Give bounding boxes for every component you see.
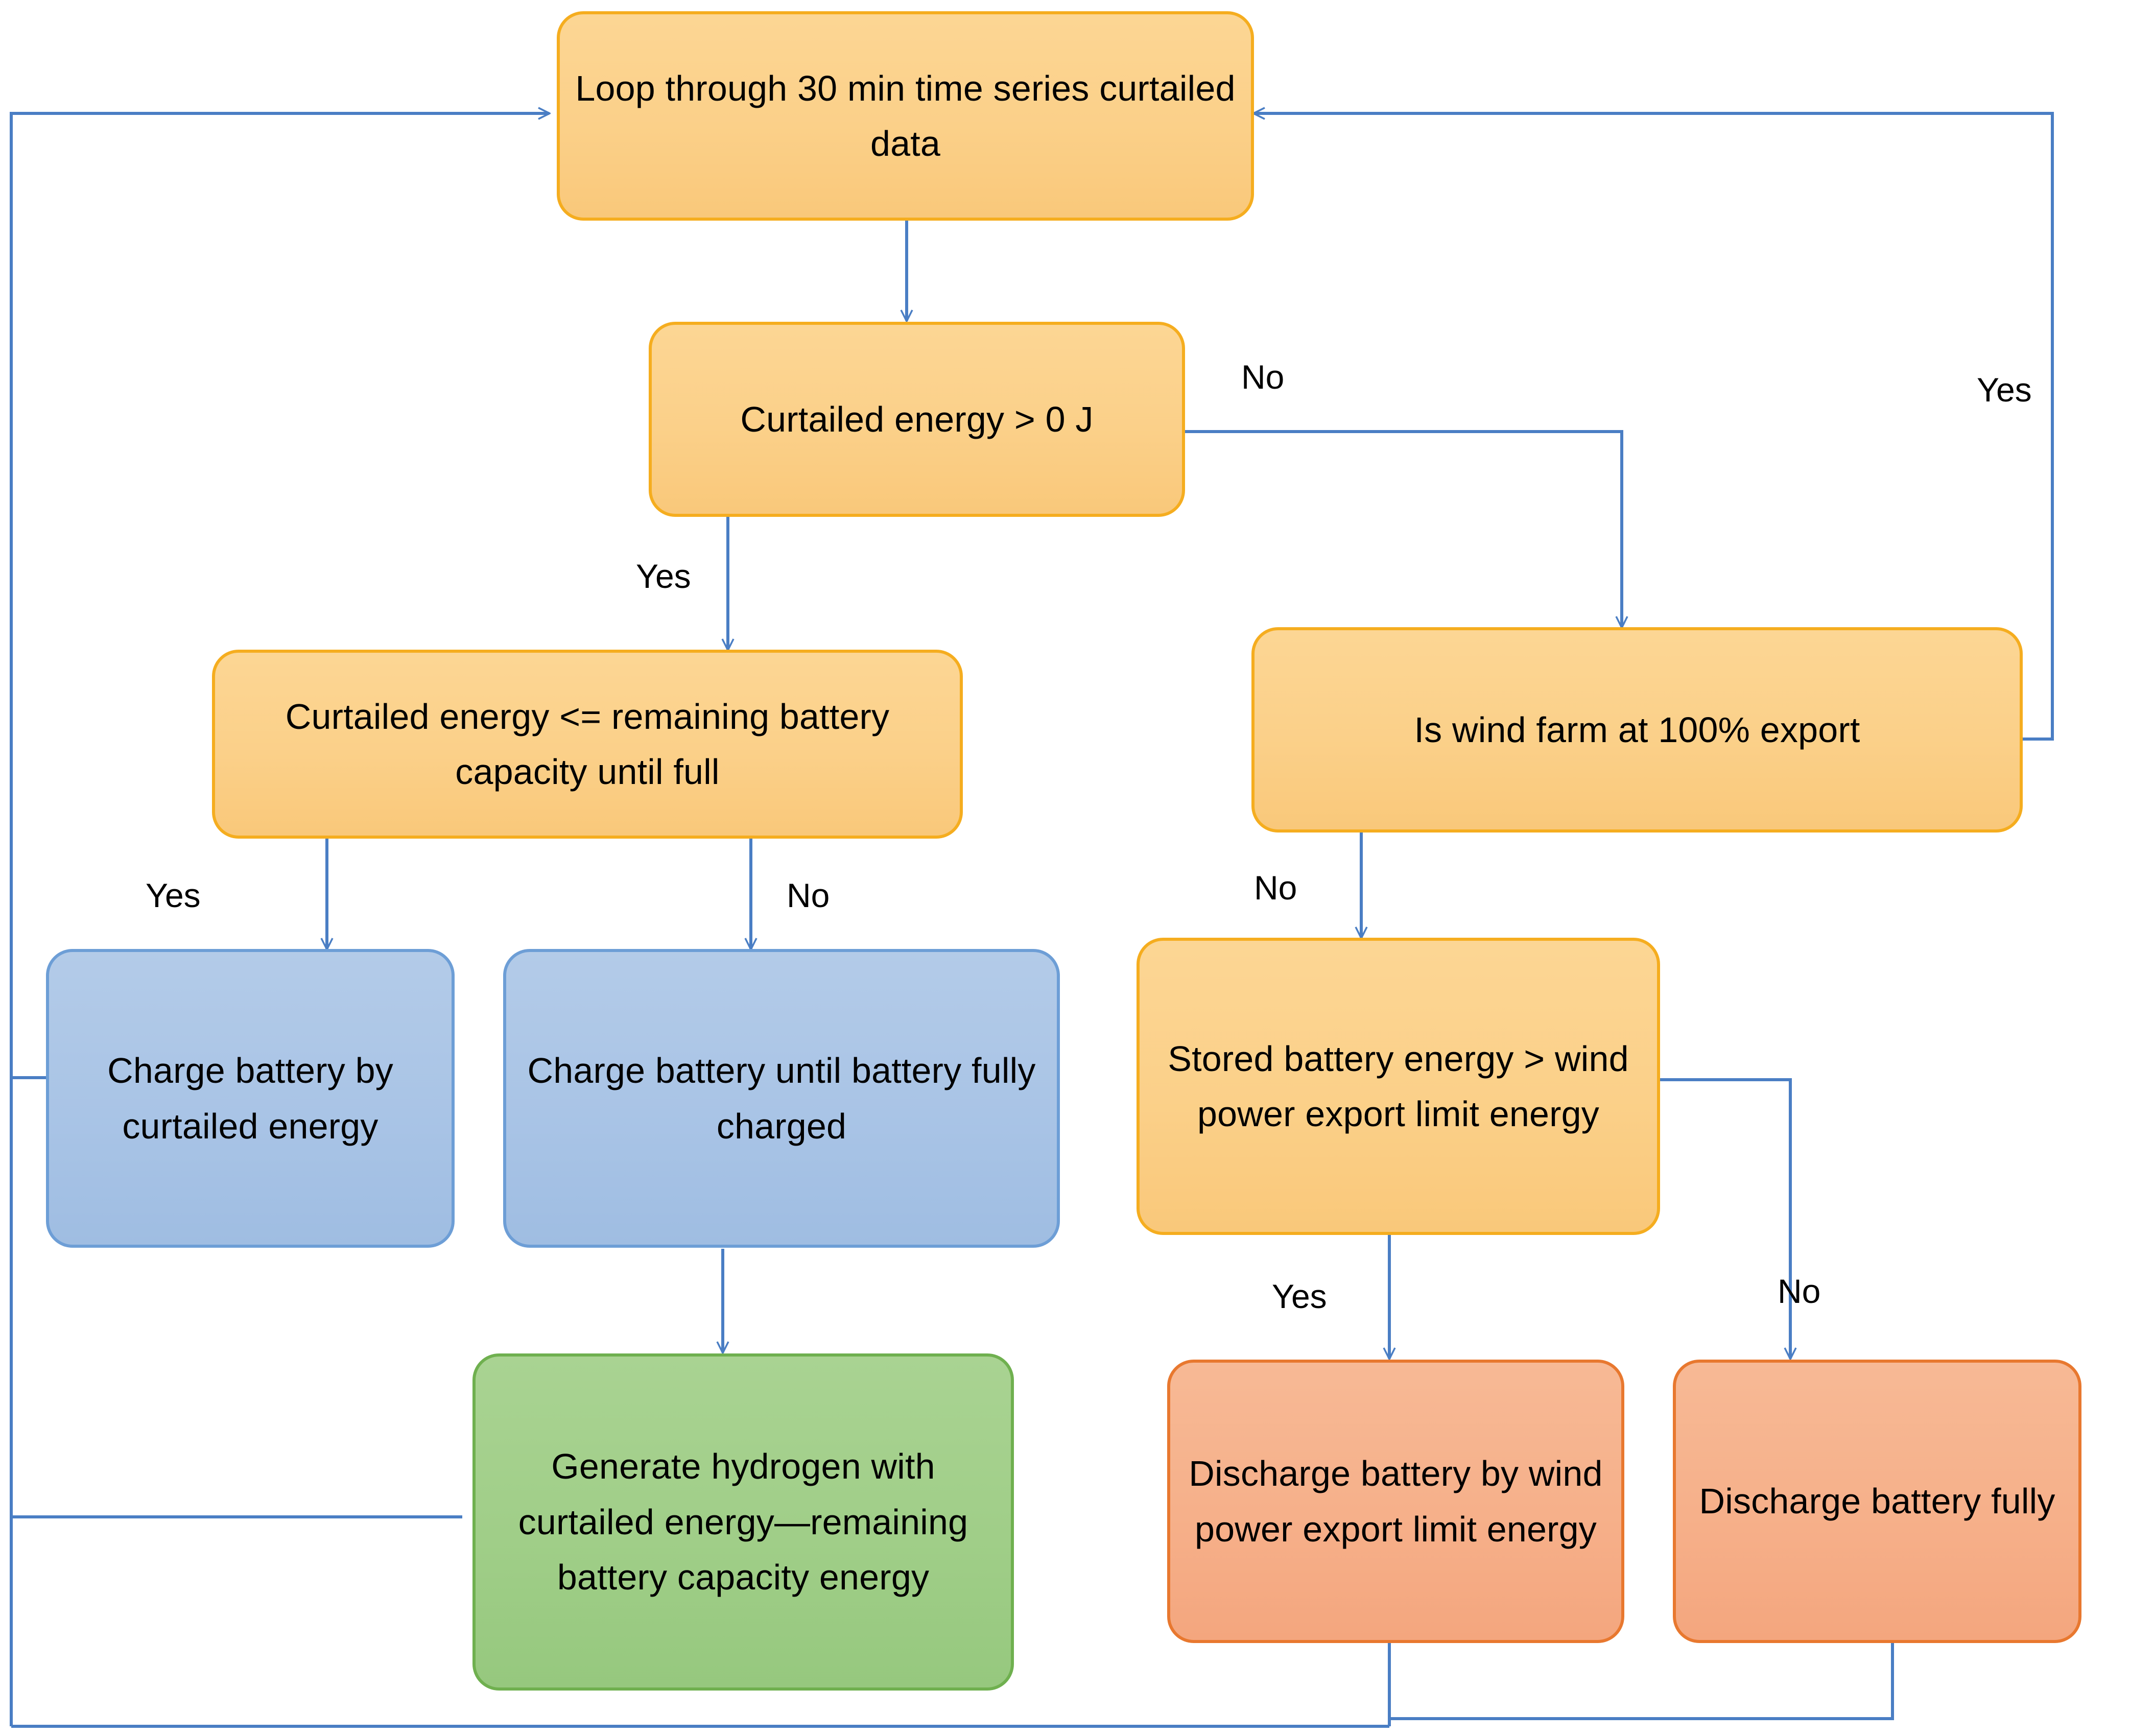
node-label: Curtailed energy > 0 J <box>740 399 1094 439</box>
edge-label-curtailed-yes: Yes <box>636 557 691 595</box>
node-label: Generate hydrogen with curtailed energy—… <box>518 1446 968 1598</box>
edge-label-windfarm-yes: Yes <box>1977 371 2032 409</box>
edge-label-windfarm-no: No <box>1254 869 1297 907</box>
node-charge-battery-until-full[interactable]: Charge battery until battery fully charg… <box>503 949 1060 1248</box>
node-label: Curtailed energy <= remaining battery ca… <box>285 696 890 792</box>
edge-curtailed-no-to-windfarm <box>1185 430 1622 627</box>
node-label: Charge battery by curtailed energy <box>107 1051 393 1146</box>
edge-windfarm-yes-to-loop <box>1254 113 2054 741</box>
edge-group-arrows <box>10 113 2054 1726</box>
node-charge-battery-by-curtailed-energy[interactable]: Charge battery by curtailed energy <box>46 949 455 1248</box>
node-curtailed-energy-gt-zero[interactable]: Curtailed energy > 0 J <box>649 322 1185 517</box>
node-label: Stored battery energy > wind power expor… <box>1168 1038 1629 1134</box>
edge-label-stored-yes: Yes <box>1272 1277 1327 1315</box>
edge-label-capacity-yes: Yes <box>146 876 201 914</box>
edge-stored-no-to-dischargefull <box>1660 1078 1790 1359</box>
node-label: Loop through 30 min time series curtaile… <box>575 68 1236 164</box>
edge-dischargefull-to-bottom-bus <box>1389 1642 1894 1720</box>
edge-left-return-to-loop <box>10 113 549 1726</box>
node-label: Is wind farm at 100% export <box>1414 709 1860 750</box>
node-generate-hydrogen[interactable]: Generate hydrogen with curtailed energy—… <box>472 1353 1014 1691</box>
node-discharge-by-export-limit[interactable]: Discharge battery by wind power export l… <box>1167 1360 1624 1643</box>
edge-label-capacity-no: No <box>787 876 830 914</box>
node-label: Discharge battery fully <box>1699 1481 2055 1521</box>
node-curtailed-vs-remaining-capacity[interactable]: Curtailed energy <= remaining battery ca… <box>212 650 963 839</box>
edge-label-curtailed-no: No <box>1241 358 1285 396</box>
node-loop-through-time-series[interactable]: Loop through 30 min time series curtaile… <box>557 11 1254 221</box>
edge-label-stored-no: No <box>1778 1272 1821 1310</box>
node-label: Discharge battery by wind power export l… <box>1189 1454 1603 1549</box>
node-label: Charge battery until battery fully charg… <box>527 1051 1036 1146</box>
node-is-wind-farm-at-100-export[interactable]: Is wind farm at 100% export <box>1251 627 2023 833</box>
node-stored-vs-export-limit[interactable]: Stored battery energy > wind power expor… <box>1137 938 1660 1235</box>
node-discharge-battery-fully[interactable]: Discharge battery fully <box>1673 1360 2081 1643</box>
